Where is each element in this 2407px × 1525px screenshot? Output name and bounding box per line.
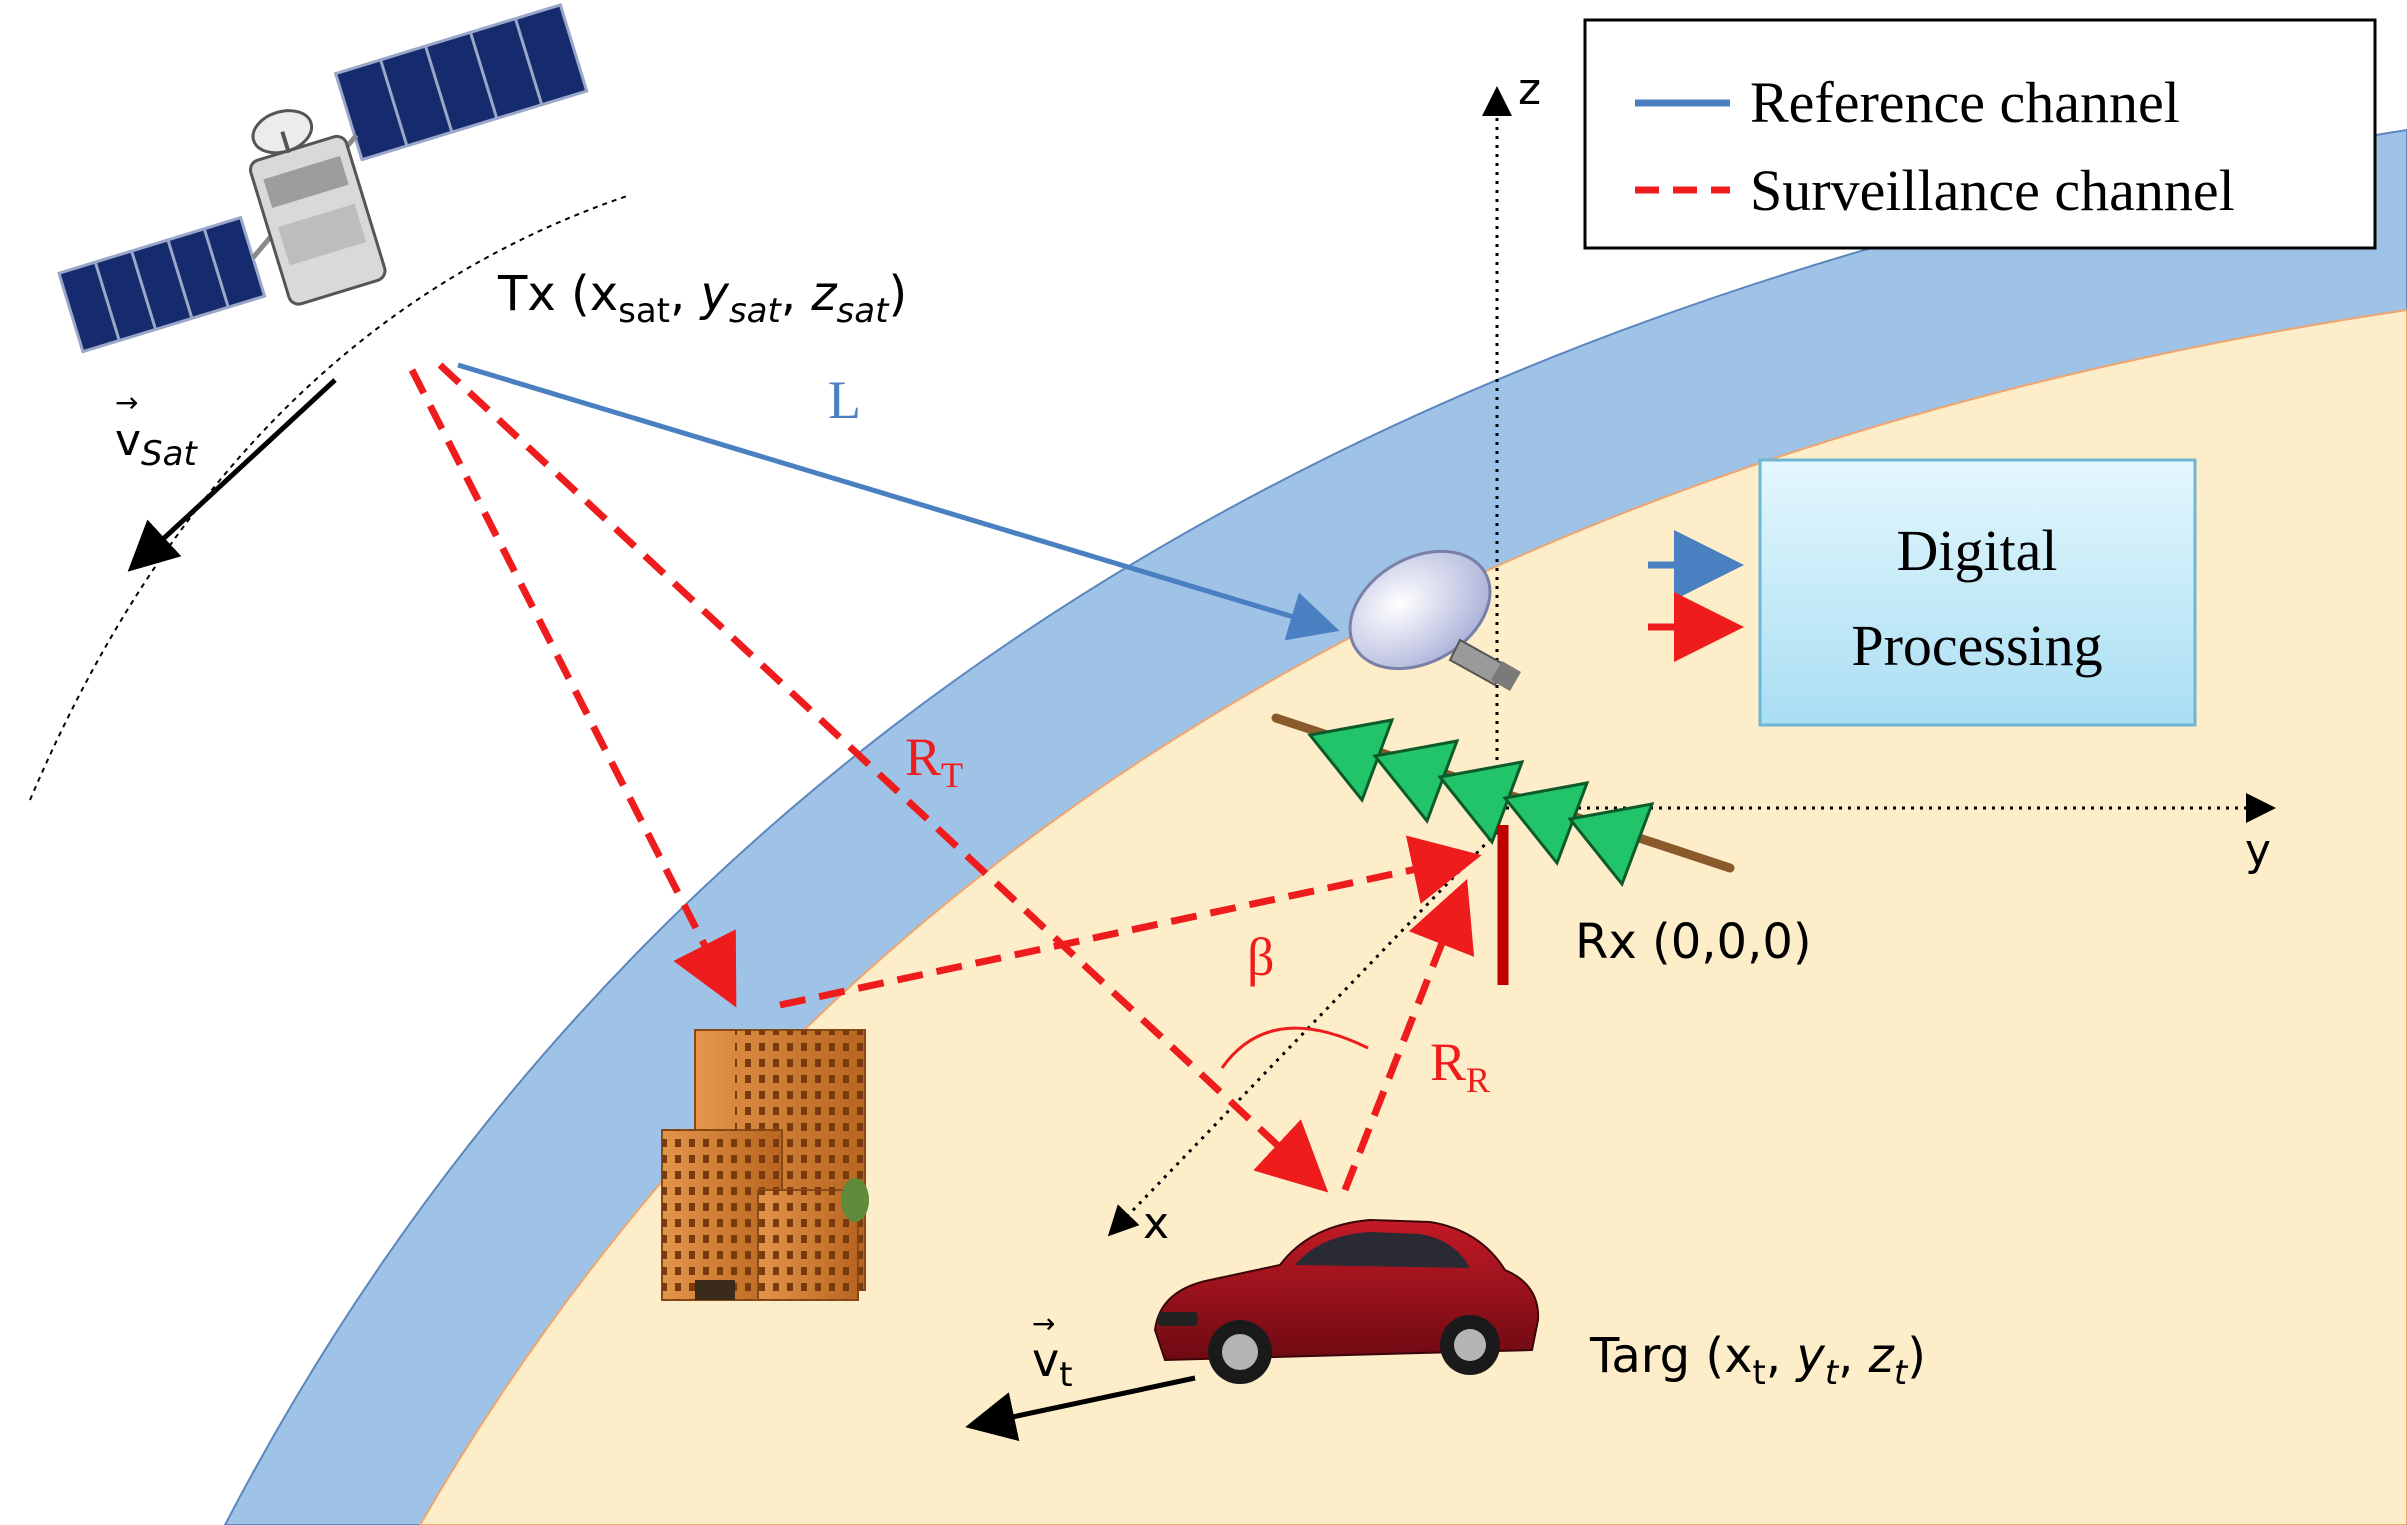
antenna-icon bbox=[1348, 549, 1522, 692]
processing-line1: Digital bbox=[1896, 518, 2057, 583]
digital-processing-box: Digital Processing bbox=[1758, 458, 2197, 727]
direct-path-label: L bbox=[828, 370, 861, 430]
bistatic-angle-label: β bbox=[1247, 927, 1274, 987]
surveillance-paths bbox=[408, 362, 1482, 1193]
legend: Reference channel Surveillance channel bbox=[1583, 18, 2377, 250]
target-velocity-label: vt bbox=[1032, 1333, 1073, 1395]
satellite-velocity-arrowhead: → bbox=[115, 386, 138, 419]
target-velocity-arrow bbox=[965, 1375, 1196, 1442]
reference-signal-path bbox=[457, 362, 1340, 641]
tx-label: Tx (xsat, ysat, zsat) bbox=[497, 266, 907, 331]
antenna-array-icon bbox=[1271, 713, 1735, 887]
z-axis-label: z bbox=[1518, 64, 1541, 115]
satellite-orbit bbox=[29, 194, 631, 801]
tx-range-label: RT bbox=[905, 727, 963, 795]
car-icon bbox=[1153, 1218, 1540, 1384]
target-to-rx-path bbox=[1341, 878, 1475, 1192]
target-label: Targ (xt, yt, zt) bbox=[1589, 1328, 1926, 1393]
legend-reference-label: Reference channel bbox=[1750, 70, 2180, 135]
y-axis-label: y bbox=[2245, 825, 2271, 876]
processing-line2: Processing bbox=[1851, 613, 2102, 678]
building-icon bbox=[661, 1029, 869, 1301]
tx-to-target-path bbox=[437, 362, 1329, 1193]
satellite-velocity-arrow bbox=[127, 378, 337, 572]
target-velocity-arrowhead: → bbox=[1032, 1307, 1055, 1340]
legend-surveillance-label: Surveillance channel bbox=[1750, 158, 2235, 223]
satellite-velocity-label: vSat bbox=[115, 415, 198, 474]
satellite-icon bbox=[57, 3, 589, 354]
rx-range-label: RR bbox=[1430, 1032, 1490, 1100]
rx-label: Rx (0,0,0) bbox=[1575, 914, 1812, 970]
bistatic-angle-arc bbox=[1220, 1026, 1369, 1069]
x-axis-label: x bbox=[1143, 1198, 1169, 1249]
tx-to-building-path bbox=[408, 368, 737, 1008]
